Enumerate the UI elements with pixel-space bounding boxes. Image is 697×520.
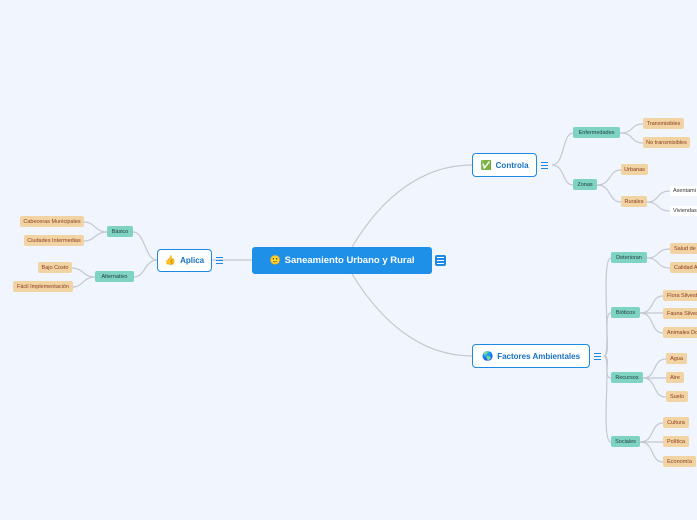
leaf-no-transmisibles[interactable]: No transmisibles (643, 137, 690, 148)
leaf-aire[interactable]: Aire (666, 372, 684, 383)
topic-aplica[interactable]: 👍 Aplica (157, 249, 212, 272)
checkmark-icon: ✅ (480, 159, 492, 170)
subtopic-deterioran[interactable]: Deterioran (611, 252, 647, 263)
leaf-politica[interactable]: Política (663, 436, 689, 447)
notes-menu-icon[interactable] (214, 255, 225, 266)
topic-label: Controla (495, 160, 529, 170)
notes-menu-icon[interactable] (435, 255, 446, 266)
topic-controla[interactable]: ✅ Controla (472, 153, 537, 177)
leaf-flora[interactable]: Flora Silvest (663, 290, 697, 301)
leaf-calidad[interactable]: Calidad A (670, 262, 697, 273)
leaf-salud[interactable]: Salud de (670, 243, 697, 254)
smiley-icon: 🙂 (269, 255, 281, 265)
topic-label: Factores Ambientales (497, 351, 581, 361)
leaf-facil-implementacion[interactable]: Fácil Implementación (13, 281, 73, 292)
leaf-economia[interactable]: Economía (663, 456, 696, 467)
subtopic-alternativo[interactable]: Alternativo (95, 271, 134, 282)
notes-menu-icon[interactable] (539, 160, 550, 171)
leaf-bajo-costo[interactable]: Bajo Costo (38, 262, 72, 273)
leaf-ciudades-intermedias[interactable]: Ciudades Intermedias (24, 235, 84, 246)
subtopic-basico[interactable]: Básico (107, 226, 133, 237)
globe-icon: 🌎 (481, 350, 494, 361)
notes-menu-icon[interactable] (592, 351, 603, 362)
leaf-suelo[interactable]: Suelo (666, 391, 688, 402)
leaf-rurales[interactable]: Rurales (621, 196, 647, 207)
subtopic-enfermedades[interactable]: Enfermedades (573, 127, 620, 138)
subtopic-recursos[interactable]: Recursos (611, 372, 643, 383)
topic-label: Aplica (180, 256, 205, 265)
leaf-transmisibles[interactable]: Transmisibles (643, 118, 684, 129)
subtopic-bioticos[interactable]: Bióticos (611, 307, 640, 318)
topic-factores-ambientales[interactable]: 🌎 Factores Ambientales (472, 344, 590, 368)
leaf-cabeceras-municipales[interactable]: Cabeceras Municipales (20, 216, 84, 227)
subtopic-zonas[interactable]: Zonas (573, 179, 597, 190)
leaf-asentamientos[interactable]: Asentami (670, 186, 697, 196)
leaf-fauna[interactable]: Fauna Silves (663, 308, 697, 319)
central-title: Saneamiento Urbano y Rural (284, 255, 415, 266)
central-topic[interactable]: 🙂 Saneamiento Urbano y Rural (252, 247, 432, 274)
leaf-cultura[interactable]: Cultura (663, 417, 689, 428)
leaf-animales[interactable]: Animales Do (663, 327, 697, 338)
leaf-urbanas[interactable]: Urbanas (621, 164, 648, 175)
leaf-viviendas[interactable]: Viviendas (670, 206, 697, 216)
leaf-agua[interactable]: Agua (666, 353, 687, 364)
thumbs-up-icon: 👍 (164, 255, 177, 265)
subtopic-sociales[interactable]: Sociales (611, 436, 640, 447)
